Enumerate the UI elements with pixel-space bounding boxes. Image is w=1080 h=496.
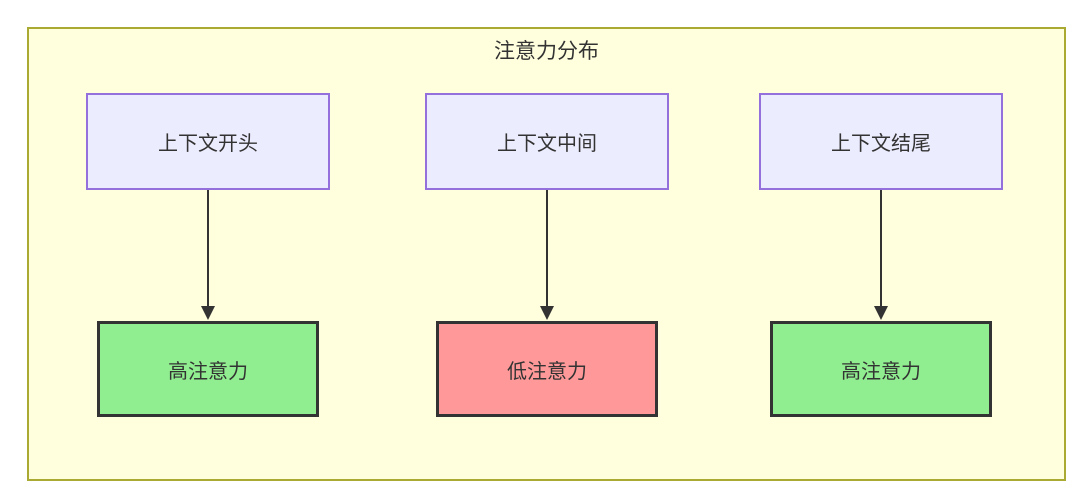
node-high-attention-1: 高注意力 [97, 321, 319, 417]
node-context-middle: 上下文中间 [425, 93, 669, 190]
node-low-attention: 低注意力 [436, 321, 658, 417]
diagram-title: 注意力分布 [494, 40, 599, 63]
node-context-start: 上下文开头 [86, 93, 330, 190]
node-high-attention-2: 高注意力 [770, 321, 992, 417]
node-context-end: 上下文结尾 [759, 93, 1003, 190]
